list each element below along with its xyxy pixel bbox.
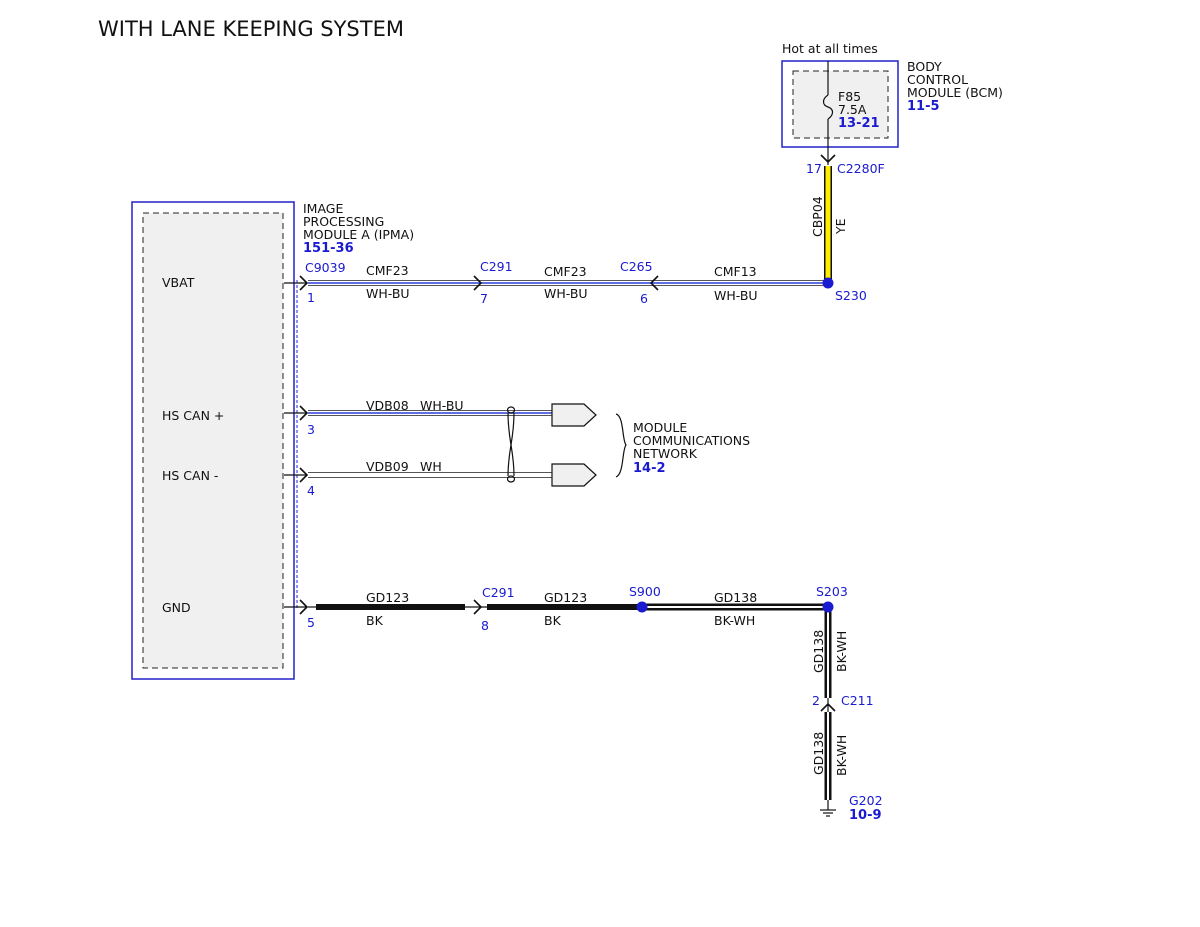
connector-c265: C265: [620, 259, 653, 274]
connector-c9039: C9039: [305, 260, 346, 275]
network-name-line2: COMMUNICATIONS: [633, 433, 750, 448]
ipma-pin-hs-can-low: HS CAN -: [162, 468, 218, 483]
bcm-hot-label: Hot at all times: [782, 41, 878, 56]
ground-vert2-circuit: GD138: [811, 732, 826, 775]
splice-s203-label: S203: [816, 584, 848, 599]
ground-seg2-color: BK: [544, 613, 562, 628]
ground-seg3-circuit: GD138: [714, 590, 757, 605]
network-terminals: [551, 403, 597, 487]
network-brace: [615, 413, 627, 478]
fuse-label: F85: [838, 89, 861, 104]
fuse-ref-link[interactable]: 13-21: [838, 116, 880, 131]
c291-vbat-pin: 7: [480, 291, 488, 306]
ipma-pin-vbat: VBAT: [162, 275, 195, 290]
ground-vert2-color: BK-WH: [834, 735, 849, 776]
c291-vbat-connector-arrow: [473, 275, 483, 291]
ipma-pin-hs-can-high: HS CAN +: [162, 408, 224, 423]
vbat-seg2-color: WH-BU: [544, 286, 588, 301]
ipma-name-line3: MODULE A (IPMA): [303, 227, 414, 242]
twisted-pair-icon: [506, 406, 516, 483]
ipma-ref-link[interactable]: 151-36: [303, 241, 354, 256]
wire-cbp04-circuit: CBP04: [810, 196, 825, 237]
c2280f-connector-arrow: [820, 154, 836, 164]
bcm-ref-link[interactable]: 11-5: [907, 99, 940, 114]
can-low-pin: 4: [307, 483, 315, 498]
network-name-line1: MODULE: [633, 420, 687, 435]
wire-ground-bk-wh: [642, 603, 832, 800]
fuse-rating: 7.5A: [838, 102, 867, 117]
ipma-pin-gnd: GND: [162, 600, 191, 615]
splice-s230: [822, 277, 834, 289]
bcm-name-line1: BODY: [907, 59, 942, 74]
ipma-module: [131, 201, 298, 680]
splice-s900: [636, 601, 648, 613]
c291-ground-pin: 8: [481, 618, 489, 633]
can-low-color: WH: [420, 459, 442, 474]
wire-cbp04-color: YE: [833, 218, 848, 235]
can-high-color: WH-BU: [420, 398, 464, 413]
ipma-connector-arrows: [299, 275, 309, 615]
ground-seg1-color: BK: [366, 613, 384, 628]
vbat-seg1-circuit: CMF23: [366, 263, 409, 278]
vbat-seg2-circuit: CMF23: [544, 264, 587, 279]
bcm-connector-c2280f: C2280F: [837, 161, 885, 176]
ground-vert1-color: BK-WH: [834, 631, 849, 672]
ground-seg2-circuit: GD123: [544, 590, 587, 605]
can-high-pin: 3: [307, 422, 315, 437]
connector-c291-vbat: C291: [480, 259, 513, 274]
network-name-line3: NETWORK: [633, 446, 698, 461]
fuse-icon: [822, 61, 834, 165]
can-high-circuit: VDB08: [366, 398, 409, 413]
splice-s900-label: S900: [629, 584, 661, 599]
diagram-title: WITH LANE KEEPING SYSTEM: [98, 17, 404, 41]
ground-vert1-circuit: GD138: [811, 630, 826, 673]
c211-pin: 2: [812, 693, 820, 708]
c9039-pin: 1: [307, 290, 315, 305]
ipma-name-line2: PROCESSING: [303, 214, 384, 229]
bcm-module: [781, 60, 899, 148]
vbat-seg1-color: WH-BU: [366, 286, 410, 301]
c265-connector-arrow: [649, 275, 659, 291]
vbat-seg3-color: WH-BU: [714, 288, 758, 303]
connector-c211: C211: [841, 693, 874, 708]
connector-c291-ground: C291: [482, 585, 515, 600]
vbat-seg3-circuit: CMF13: [714, 264, 757, 279]
ground-seg3-color: BK-WH: [714, 613, 755, 628]
bcm-pin-number: 17: [806, 161, 822, 176]
can-low-circuit: VDB09: [366, 459, 409, 474]
ipma-pin-stubs: [284, 282, 306, 608]
c211-connector-arrow: [820, 702, 836, 712]
network-ref-link[interactable]: 14-2: [633, 461, 666, 476]
c291-ground-connector-arrow: [473, 599, 483, 615]
ground-ref-link[interactable]: 10-9: [849, 808, 882, 823]
ground-pin: 5: [307, 615, 315, 630]
bcm-name-line2: CONTROL: [907, 72, 968, 87]
c265-pin: 6: [640, 291, 648, 306]
ground-icon: [820, 800, 836, 817]
ground-seg1-circuit: GD123: [366, 590, 409, 605]
ipma-name-line1: IMAGE: [303, 201, 343, 216]
ground-point-g202: G202: [849, 793, 883, 808]
splice-s203: [822, 601, 834, 613]
splice-s230-label: S230: [835, 288, 867, 303]
bcm-name-line3: MODULE (BCM): [907, 85, 1003, 100]
